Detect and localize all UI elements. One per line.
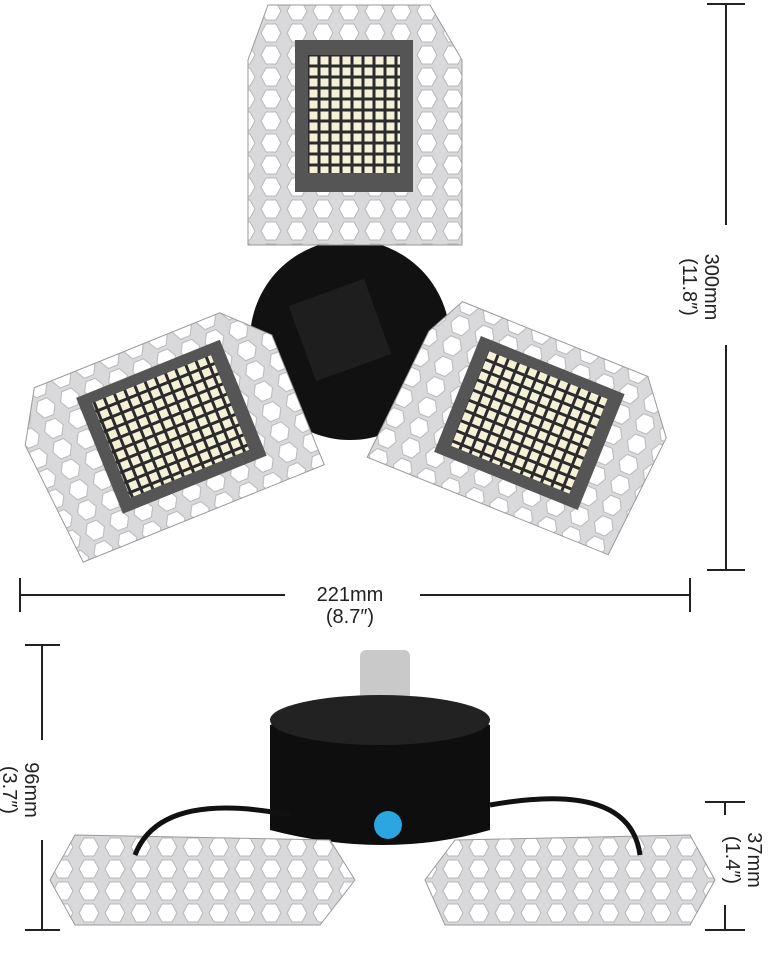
top-panel xyxy=(247,4,463,246)
width-label: 221mm (8.7″) xyxy=(290,584,410,628)
lamp-side-view xyxy=(49,650,716,926)
folded-height-label: 96mm (3.7″) xyxy=(0,735,42,845)
left-panel xyxy=(24,312,325,563)
panel-height-label: 37mm (1.4″) xyxy=(721,805,765,915)
sensor-button xyxy=(374,811,402,839)
width-imperial: (8.7″) xyxy=(325,606,375,628)
height-metric: 300mm xyxy=(700,253,722,321)
width-metric: 221mm xyxy=(316,584,384,606)
height-imperial: (11.8″) xyxy=(678,258,700,316)
height-label: 300mm (11.8″) xyxy=(678,217,722,357)
folded-height-metric: 96mm xyxy=(20,762,42,818)
right-panel xyxy=(366,301,667,556)
folded-height-imperial: (3.7″) xyxy=(0,765,20,815)
dimension-lines xyxy=(19,3,745,931)
panel-height-imperial: (1.4″) xyxy=(721,835,743,885)
panel-height-metric: 37mm xyxy=(743,832,765,888)
